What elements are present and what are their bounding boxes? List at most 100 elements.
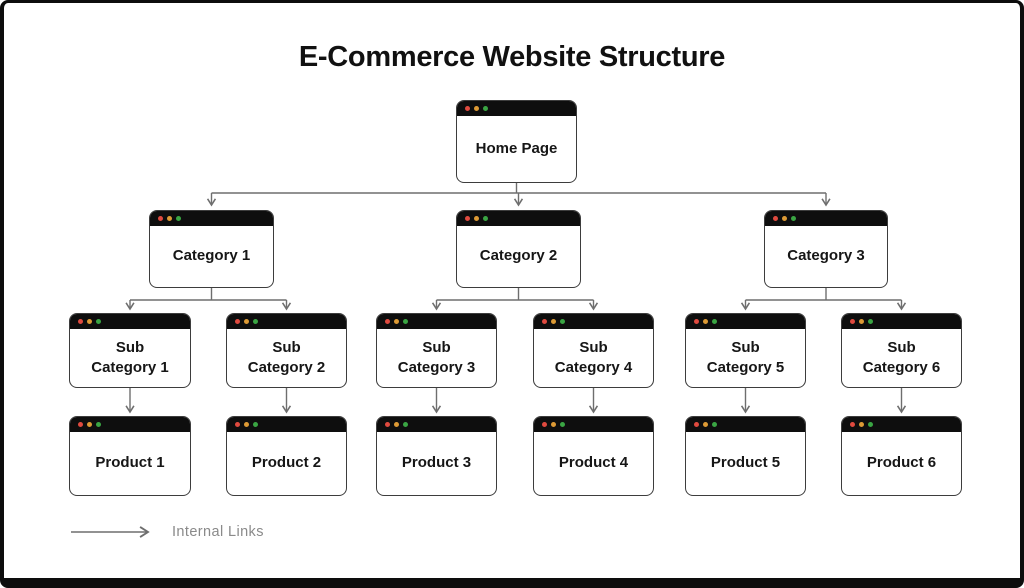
window-titlebar	[70, 417, 190, 432]
traffic-light-yellow-icon	[859, 422, 864, 427]
traffic-light-yellow-icon	[87, 422, 92, 427]
traffic-light-red-icon	[158, 216, 163, 221]
window-titlebar	[457, 211, 580, 226]
traffic-light-green-icon	[712, 422, 717, 427]
traffic-light-red-icon	[78, 422, 83, 427]
traffic-light-green-icon	[868, 319, 873, 324]
node-category-1: Category 1	[149, 210, 274, 288]
traffic-light-red-icon	[235, 319, 240, 324]
node-label: Category 1	[172, 247, 251, 265]
traffic-light-yellow-icon	[394, 422, 399, 427]
traffic-light-green-icon	[560, 422, 565, 427]
traffic-light-green-icon	[483, 106, 488, 111]
traffic-light-green-icon	[253, 422, 258, 427]
window-titlebar	[377, 314, 496, 329]
window-titlebar	[227, 417, 346, 432]
traffic-light-red-icon	[385, 422, 390, 427]
traffic-light-red-icon	[78, 319, 83, 324]
legend: Internal Links	[68, 522, 264, 542]
traffic-light-yellow-icon	[703, 422, 708, 427]
node-label: Product 3	[401, 454, 472, 472]
traffic-light-red-icon	[542, 422, 547, 427]
traffic-light-red-icon	[694, 422, 699, 427]
node-category-2: Category 2	[456, 210, 581, 288]
node-label: Home Page	[475, 139, 558, 157]
traffic-light-green-icon	[96, 422, 101, 427]
traffic-light-green-icon	[560, 319, 565, 324]
traffic-light-red-icon	[385, 319, 390, 324]
node-product-5: Product 5	[685, 416, 806, 496]
traffic-light-red-icon	[694, 319, 699, 324]
node-label: Category 2	[479, 247, 558, 265]
internal-links-arrow-icon	[71, 526, 150, 538]
traffic-light-red-icon	[850, 319, 855, 324]
window-titlebar	[686, 417, 805, 432]
window-titlebar	[765, 211, 887, 226]
window-titlebar	[70, 314, 190, 329]
traffic-light-red-icon	[542, 319, 547, 324]
traffic-light-green-icon	[403, 422, 408, 427]
traffic-light-yellow-icon	[782, 216, 787, 221]
legend-label: Internal Links	[172, 524, 264, 540]
traffic-light-yellow-icon	[167, 216, 172, 221]
window-titlebar	[534, 417, 653, 432]
traffic-light-yellow-icon	[474, 216, 479, 221]
traffic-light-green-icon	[403, 319, 408, 324]
node-label: Product 2	[251, 454, 322, 472]
node-product-1: Product 1	[69, 416, 191, 496]
connector-lines	[125, 183, 907, 414]
window-titlebar	[377, 417, 496, 432]
window-titlebar	[227, 314, 346, 329]
node-label: Category 3	[787, 247, 865, 265]
traffic-light-yellow-icon	[703, 319, 708, 324]
traffic-light-yellow-icon	[551, 422, 556, 427]
window-titlebar	[534, 314, 653, 329]
traffic-light-green-icon	[868, 422, 873, 427]
node-category-3: Category 3	[764, 210, 888, 288]
traffic-light-red-icon	[850, 422, 855, 427]
node-label: Product 5	[710, 454, 781, 472]
node-home-page: Home Page	[456, 100, 577, 183]
traffic-light-yellow-icon	[551, 319, 556, 324]
node-product-3: Product 3	[376, 416, 497, 496]
window-titlebar	[842, 314, 961, 329]
traffic-light-red-icon	[465, 216, 470, 221]
node-label: Product 6	[866, 454, 937, 472]
window-titlebar	[457, 101, 576, 116]
traffic-light-red-icon	[773, 216, 778, 221]
traffic-light-green-icon	[712, 319, 717, 324]
traffic-light-yellow-icon	[394, 319, 399, 324]
traffic-light-yellow-icon	[859, 319, 864, 324]
traffic-light-yellow-icon	[244, 319, 249, 324]
node-product-2: Product 2	[226, 416, 347, 496]
node-label: Product 1	[95, 454, 165, 472]
traffic-light-green-icon	[483, 216, 488, 221]
node-label: Product 4	[558, 454, 629, 472]
traffic-light-green-icon	[96, 319, 101, 324]
traffic-light-green-icon	[253, 319, 258, 324]
traffic-light-yellow-icon	[87, 319, 92, 324]
window-titlebar	[842, 417, 961, 432]
diagram-title: E-Commerce Website Structure	[298, 41, 726, 73]
traffic-light-red-icon	[465, 106, 470, 111]
node-product-6: Product 6	[841, 416, 962, 496]
traffic-light-red-icon	[235, 422, 240, 427]
traffic-light-green-icon	[176, 216, 181, 221]
traffic-light-green-icon	[791, 216, 796, 221]
node-product-4: Product 4	[533, 416, 654, 496]
traffic-light-yellow-icon	[474, 106, 479, 111]
traffic-light-yellow-icon	[244, 422, 249, 427]
